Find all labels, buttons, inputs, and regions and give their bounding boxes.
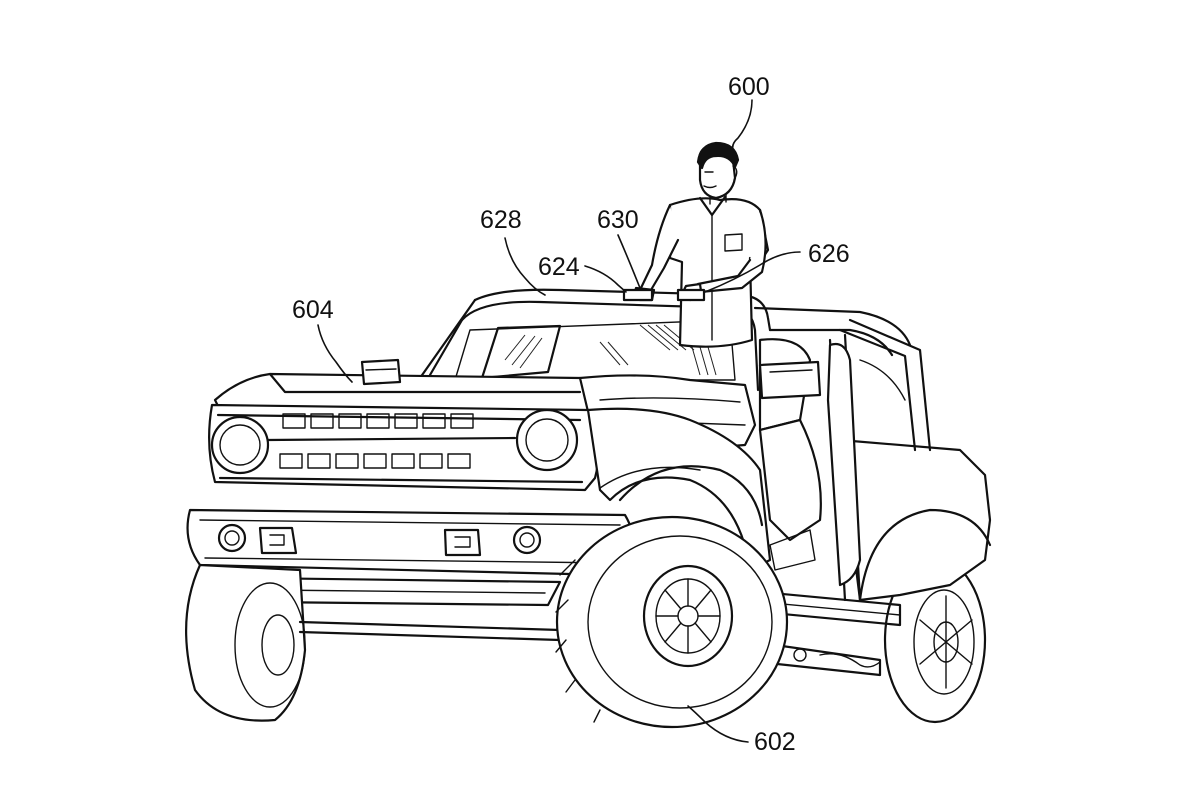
front-bumper (186, 508, 636, 607)
user-figure (633, 141, 770, 348)
front-left-tire (185, 563, 307, 722)
vehicle-body-side (738, 318, 992, 677)
reference-labels: 600 628 630 624 626 604 602 (292, 73, 850, 756)
ref-label-control-left: 624 (538, 253, 580, 281)
leader-630 (617, 234, 641, 289)
leader-600 (731, 99, 753, 153)
grille-slots-lower (279, 453, 471, 469)
vehicle-drawing (185, 288, 992, 729)
front-axle (298, 620, 562, 642)
ref-label-control-right: 626 (808, 240, 850, 268)
windshield-frame (418, 288, 912, 400)
leader-604 (317, 324, 353, 383)
leader-628 (504, 237, 546, 296)
ref-label-hood: 604 (292, 296, 334, 324)
ref-label-roof-rail: 628 (480, 206, 522, 234)
leader-602 (687, 705, 749, 743)
leader-624 (584, 265, 627, 293)
grille-slots-upper (282, 413, 474, 429)
front-right-tire (555, 515, 789, 729)
leader-626 (704, 251, 801, 293)
ref-label-control-center: 630 (597, 206, 639, 234)
ref-label-vehicle: 602 (754, 728, 796, 756)
front-grille (208, 403, 600, 492)
ref-label-user: 600 (728, 73, 770, 101)
roof-controls (622, 288, 706, 302)
